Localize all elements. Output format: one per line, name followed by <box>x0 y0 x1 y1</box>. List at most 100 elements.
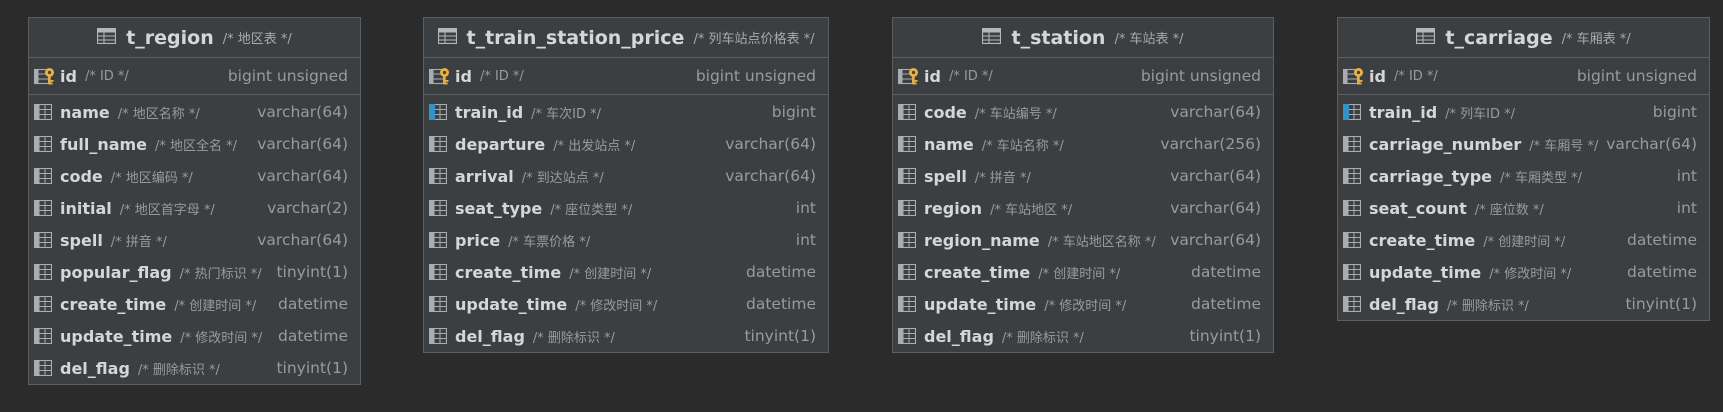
column-comment: /* 车票价格 */ <box>508 234 591 250</box>
column-row[interactable]: spell/* 拼音 */varchar(64) <box>29 224 360 256</box>
column-row[interactable]: del_flag/* 删除标识 */tinyint(1) <box>893 320 1273 352</box>
column-icon <box>1343 263 1365 281</box>
column-icon <box>34 327 56 345</box>
column-row[interactable]: name/* 车站名称 */varchar(256) <box>893 128 1273 160</box>
column-comment: /* 到达站点 */ <box>521 170 604 186</box>
column-name: code <box>60 166 103 186</box>
primary-key-row[interactable]: id/* ID */bigint unsigned <box>29 58 360 95</box>
column-type: bigint <box>771 103 816 121</box>
column-icon <box>898 295 920 313</box>
table-t-station[interactable]: t_station/* 车站表 */id/* ID */bigint unsig… <box>892 17 1274 353</box>
column-row[interactable]: update_time/* 修改时间 */datetime <box>424 288 828 320</box>
table-icon <box>1416 27 1436 48</box>
column-name: carriage_number <box>1369 134 1522 154</box>
table-header[interactable]: t_train_station_price/* 列车站点价格表 */ <box>424 18 828 58</box>
column-type: datetime <box>1627 231 1697 249</box>
table-icon <box>97 27 117 48</box>
column-name: full_name <box>60 134 148 154</box>
column-row[interactable]: spell/* 拼音 */varchar(64) <box>893 160 1273 192</box>
column-row[interactable]: code/* 地区编码 */varchar(64) <box>29 160 360 192</box>
column-row[interactable]: update_time/* 修改时间 */datetime <box>893 288 1273 320</box>
primary-key-row[interactable]: id/* ID */bigint unsigned <box>1338 58 1709 95</box>
column-row[interactable]: create_time/* 创建时间 */datetime <box>893 256 1273 288</box>
column-row[interactable]: seat_count/* 座位数 */int <box>1338 192 1709 224</box>
column-name: popular_flag <box>60 262 172 282</box>
column-type: tinyint(1) <box>1189 327 1261 345</box>
column-list: train_id/* 列车ID */bigint carriage_number /… <box>1338 95 1709 320</box>
table-name: t_station <box>1011 26 1106 49</box>
primary-key-icon <box>898 67 920 85</box>
column-icon <box>898 327 920 345</box>
table-header[interactable]: t_station/* 车站表 */ <box>893 18 1273 58</box>
column-comment: /* 地区编码 */ <box>110 170 193 186</box>
column-row[interactable]: region/* 车站地区 */varchar(64) <box>893 192 1273 224</box>
column-row[interactable]: full_name/* 地区全名 */varchar(64) <box>29 128 360 160</box>
column-row[interactable]: del_flag/* 删除标识 */tinyint(1) <box>424 320 828 352</box>
table-t-region[interactable]: t_region/* 地区表 */id/* ID */bigint unsign… <box>28 17 361 385</box>
column-row[interactable]: carriage_number /* 车厢号 */ varchar(64) <box>1338 128 1709 160</box>
column-icon <box>898 103 920 121</box>
column-row[interactable]: create_time/* 创建时间 */datetime <box>1338 224 1709 256</box>
column-row[interactable]: del_flag/* 删除标识 */tinyint(1) <box>29 352 360 384</box>
column-name: region_name <box>924 230 1040 250</box>
column-row[interactable]: seat_type/* 座位类型 */int <box>424 192 828 224</box>
column-comment: /* ID */ <box>1393 68 1438 84</box>
column-icon <box>429 199 451 217</box>
column-row[interactable]: update_time/* 修改时间 */datetime <box>1338 256 1709 288</box>
column-comment: /* 车厢类型 */ <box>1500 170 1583 186</box>
column-type: varchar(64) <box>725 167 816 185</box>
column-type: int <box>795 231 816 249</box>
table-icon <box>437 27 457 48</box>
column-row[interactable]: region_name/* 车站地区名称 */varchar(64) <box>893 224 1273 256</box>
column-row[interactable]: create_time/* 创建时间 */datetime <box>29 288 360 320</box>
column-name: departure <box>455 134 546 154</box>
column-row[interactable]: carriage_type/* 车厢类型 */int <box>1338 160 1709 192</box>
column-row[interactable]: train_id/* 车次ID */bigint <box>424 96 828 128</box>
table-header[interactable]: t_region/* 地区表 */ <box>29 18 360 58</box>
column-comment: /* 车厢号 */ <box>1529 138 1599 154</box>
column-row[interactable]: code/* 车站编号 */varchar(64) <box>893 96 1273 128</box>
column-type: tinyint(1) <box>276 263 348 281</box>
column-type: datetime <box>1191 295 1261 313</box>
column-list: name/* 地区名称 */varchar(64)full_name/* 地区全… <box>29 95 360 384</box>
column-name: id <box>455 66 472 86</box>
column-name: spell <box>924 166 967 186</box>
column-row[interactable]: create_time/* 创建时间 */datetime <box>424 256 828 288</box>
column-comment: /* 删除标识 */ <box>137 362 220 378</box>
column-row[interactable]: del_flag/* 删除标识 */tinyint(1) <box>1338 288 1709 320</box>
column-row[interactable]: name/* 地区名称 */varchar(64) <box>29 96 360 128</box>
foreign-key-column-icon <box>1343 103 1365 121</box>
column-row[interactable]: update_time/* 修改时间 */datetime <box>29 320 360 352</box>
column-type: varchar(64) <box>1606 135 1697 153</box>
column-type: datetime <box>278 327 348 345</box>
column-icon <box>34 263 56 281</box>
column-row[interactable]: arrival/* 到达站点 */varchar(64) <box>424 160 828 192</box>
table-comment: /* 车厢表 */ <box>1561 32 1631 47</box>
column-comment: /* 车站编号 */ <box>974 106 1057 122</box>
column-name: initial <box>60 198 112 218</box>
column-row[interactable]: price/* 车票价格 */int <box>424 224 828 256</box>
column-comment: /* 拼音 */ <box>110 234 167 250</box>
table-header[interactable]: t_carriage /* 车厢表 */ <box>1338 18 1709 58</box>
column-comment: /* 地区名称 */ <box>117 106 200 122</box>
primary-key-row[interactable]: id/* ID */bigint unsigned <box>424 58 828 95</box>
column-type: varchar(64) <box>725 135 816 153</box>
primary-key-icon <box>34 67 56 85</box>
table-name: t_carriage <box>1445 26 1553 49</box>
column-icon <box>429 231 451 249</box>
column-icon <box>429 327 451 345</box>
column-row[interactable]: train_id/* 列车ID */bigint <box>1338 96 1709 128</box>
primary-key-icon <box>429 67 451 85</box>
column-icon <box>1343 135 1365 153</box>
column-row[interactable]: popular_flag/* 热门标识 */tinyint(1) <box>29 256 360 288</box>
column-type: datetime <box>278 295 348 313</box>
column-comment: /* 出发站点 */ <box>553 138 636 154</box>
column-name: del_flag <box>60 358 130 378</box>
column-type: varchar(64) <box>1170 231 1261 249</box>
table-t-carriage[interactable]: t_carriage /* 车厢表 */ id/* ID */bigint unsi… <box>1337 17 1710 321</box>
table-t-train-station-price[interactable]: t_train_station_price/* 列车站点价格表 */id/* I… <box>423 17 829 353</box>
column-row[interactable]: initial/* 地区首字母 */varchar(2) <box>29 192 360 224</box>
column-row[interactable]: departure /* 出发站点 */ varchar(64) <box>424 128 828 160</box>
column-comment: /* 座位类型 */ <box>550 202 633 218</box>
primary-key-row[interactable]: id/* ID */bigint unsigned <box>893 58 1273 95</box>
